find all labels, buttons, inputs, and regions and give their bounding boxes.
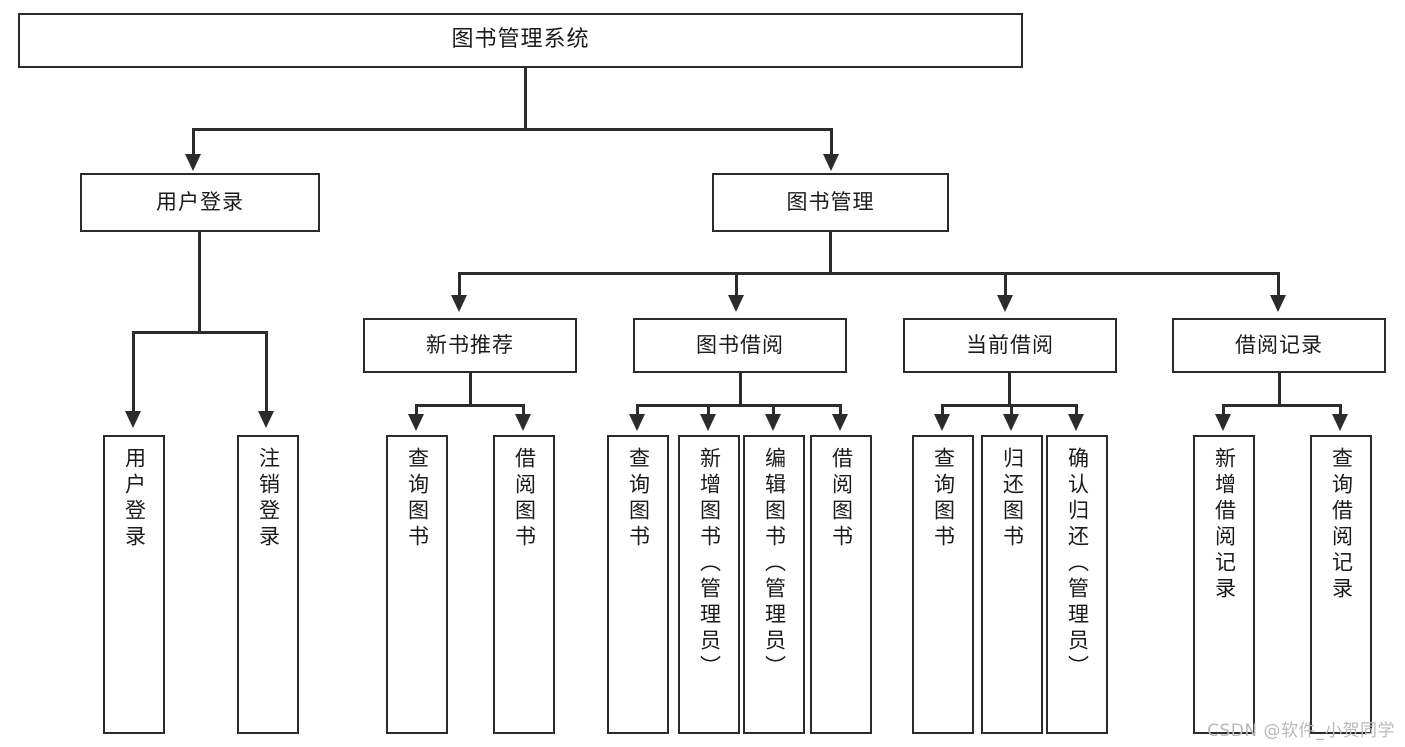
leaf-label: 查询图书	[405, 447, 430, 551]
connector-new-book-child-1	[415, 404, 418, 416]
leaf-label: 查询借阅记录	[1329, 447, 1354, 603]
connector-to-book-manage	[830, 128, 833, 156]
leaf-label: 用户登录	[122, 447, 147, 551]
connector-book-borrow-child-2	[707, 404, 710, 416]
node-new-book-recommend[interactable]: 新书推荐	[363, 318, 577, 373]
leaf-label: 查询图书	[931, 447, 956, 551]
arrowhead-book-borrow-child-4	[832, 414, 848, 431]
connector-book-manage-bus	[458, 272, 1280, 275]
arrowhead-book-borrow-child-1	[629, 414, 645, 431]
connector-current-borrow-bus	[941, 404, 1078, 407]
arrowhead-book-borrow-child-2	[700, 414, 716, 431]
leaf-confirm-return-admin[interactable]: 确认归还（管理员）	[1046, 435, 1108, 734]
arrowhead-new-book-child-1	[408, 414, 424, 431]
arrowhead-book-manage	[823, 154, 839, 171]
connector-to-borrow-record	[1277, 272, 1280, 297]
connector-new-book-child-2	[522, 404, 525, 416]
node-label: 新书推荐	[426, 332, 514, 357]
connector-to-current-borrow	[1004, 272, 1007, 297]
leaf-edit-book-admin[interactable]: 编辑图书（管理员）	[743, 435, 805, 734]
leaf-query-book-borrow[interactable]: 查询图书	[607, 435, 669, 734]
connector-book-borrow-child-3	[772, 404, 775, 416]
arrowhead-current-borrow-child-2	[1003, 414, 1019, 431]
connector-current-borrow-stem	[1008, 373, 1011, 406]
leaf-label: 借阅图书	[829, 447, 854, 551]
connector-book-borrow-child-4	[839, 404, 842, 416]
leaf-add-borrow-record[interactable]: 新增借阅记录	[1193, 435, 1255, 734]
connector-current-borrow-child-3	[1075, 404, 1078, 416]
leaf-add-book-admin[interactable]: 新增图书（管理员）	[678, 435, 740, 734]
node-label: 当前借阅	[966, 332, 1054, 357]
arrowhead-current-borrow-child-3	[1068, 414, 1084, 431]
connector-borrow-record-stem	[1278, 373, 1281, 406]
leaf-label: 确认归还（管理员）	[1065, 447, 1090, 681]
arrowhead-user-login	[185, 154, 201, 171]
connector-borrow-record-bus	[1222, 404, 1342, 407]
connector-current-borrow-child-2	[1010, 404, 1013, 416]
connector-user-login-bus	[132, 331, 268, 334]
leaf-logout[interactable]: 注销登录	[237, 435, 299, 734]
node-label: 图书管理	[786, 189, 875, 214]
arrowhead-leaf-logout	[258, 411, 274, 428]
arrowhead-borrow-record-child-2	[1332, 414, 1348, 431]
connector-root-bus	[192, 128, 833, 131]
connector-book-borrow-stem	[739, 373, 742, 406]
connector-user-login-stem	[198, 232, 201, 333]
leaf-user-login[interactable]: 用户登录	[103, 435, 165, 734]
node-book-borrow[interactable]: 图书借阅	[633, 318, 847, 373]
leaf-label: 借阅图书	[512, 447, 537, 551]
arrowhead-borrow-record	[1270, 295, 1286, 312]
node-label: 用户登录	[156, 189, 244, 214]
connector-root-stem	[524, 68, 527, 129]
connector-book-manage-stem	[829, 232, 832, 274]
node-user-login[interactable]: 用户登录	[80, 173, 320, 232]
arrowhead-current-borrow-child-1	[934, 414, 950, 431]
arrowhead-leaf-user-login	[125, 411, 141, 428]
leaf-query-book-new[interactable]: 查询图书	[386, 435, 448, 734]
leaf-label: 编辑图书（管理员）	[762, 447, 787, 681]
arrowhead-new-book	[451, 295, 467, 312]
arrowhead-borrow-record-child-1	[1215, 414, 1231, 431]
connector-new-book-bus	[415, 404, 525, 407]
leaf-borrow-book[interactable]: 借阅图书	[810, 435, 872, 734]
leaf-return-book[interactable]: 归还图书	[981, 435, 1043, 734]
connector-user-login-child-2	[265, 331, 268, 413]
connector-to-new-book	[458, 272, 461, 297]
connector-user-login-child-1	[132, 331, 135, 413]
connector-borrow-record-child-2	[1339, 404, 1342, 416]
leaf-query-borrow-record[interactable]: 查询借阅记录	[1310, 435, 1372, 734]
connector-book-borrow-bus	[636, 404, 842, 407]
leaf-label: 查询图书	[626, 447, 651, 551]
connector-book-borrow-child-1	[636, 404, 639, 416]
leaf-label: 新增图书（管理员）	[697, 447, 722, 681]
arrowhead-new-book-child-2	[515, 414, 531, 431]
node-book-management[interactable]: 图书管理	[712, 173, 949, 232]
leaf-label: 新增借阅记录	[1212, 447, 1237, 603]
node-current-borrow[interactable]: 当前借阅	[903, 318, 1117, 373]
node-label: 借阅记录	[1235, 332, 1323, 357]
leaf-query-book-current[interactable]: 查询图书	[912, 435, 974, 734]
leaf-label: 注销登录	[256, 447, 281, 551]
arrowhead-book-borrow-child-3	[765, 414, 781, 431]
node-borrow-record[interactable]: 借阅记录	[1172, 318, 1386, 373]
connector-borrow-record-child-1	[1222, 404, 1225, 416]
leaf-borrow-book-new[interactable]: 借阅图书	[493, 435, 555, 734]
arrowhead-book-borrow	[728, 295, 744, 312]
connector-to-user-login	[192, 128, 195, 156]
node-label: 图书管理系统	[451, 27, 590, 53]
node-root-system[interactable]: 图书管理系统	[18, 13, 1023, 68]
connector-current-borrow-child-1	[941, 404, 944, 416]
arrowhead-current-borrow	[997, 295, 1013, 312]
connector-to-book-borrow	[735, 272, 738, 297]
connector-new-book-stem	[469, 373, 472, 406]
node-label: 图书借阅	[696, 332, 784, 357]
leaf-label: 归还图书	[1000, 447, 1025, 551]
